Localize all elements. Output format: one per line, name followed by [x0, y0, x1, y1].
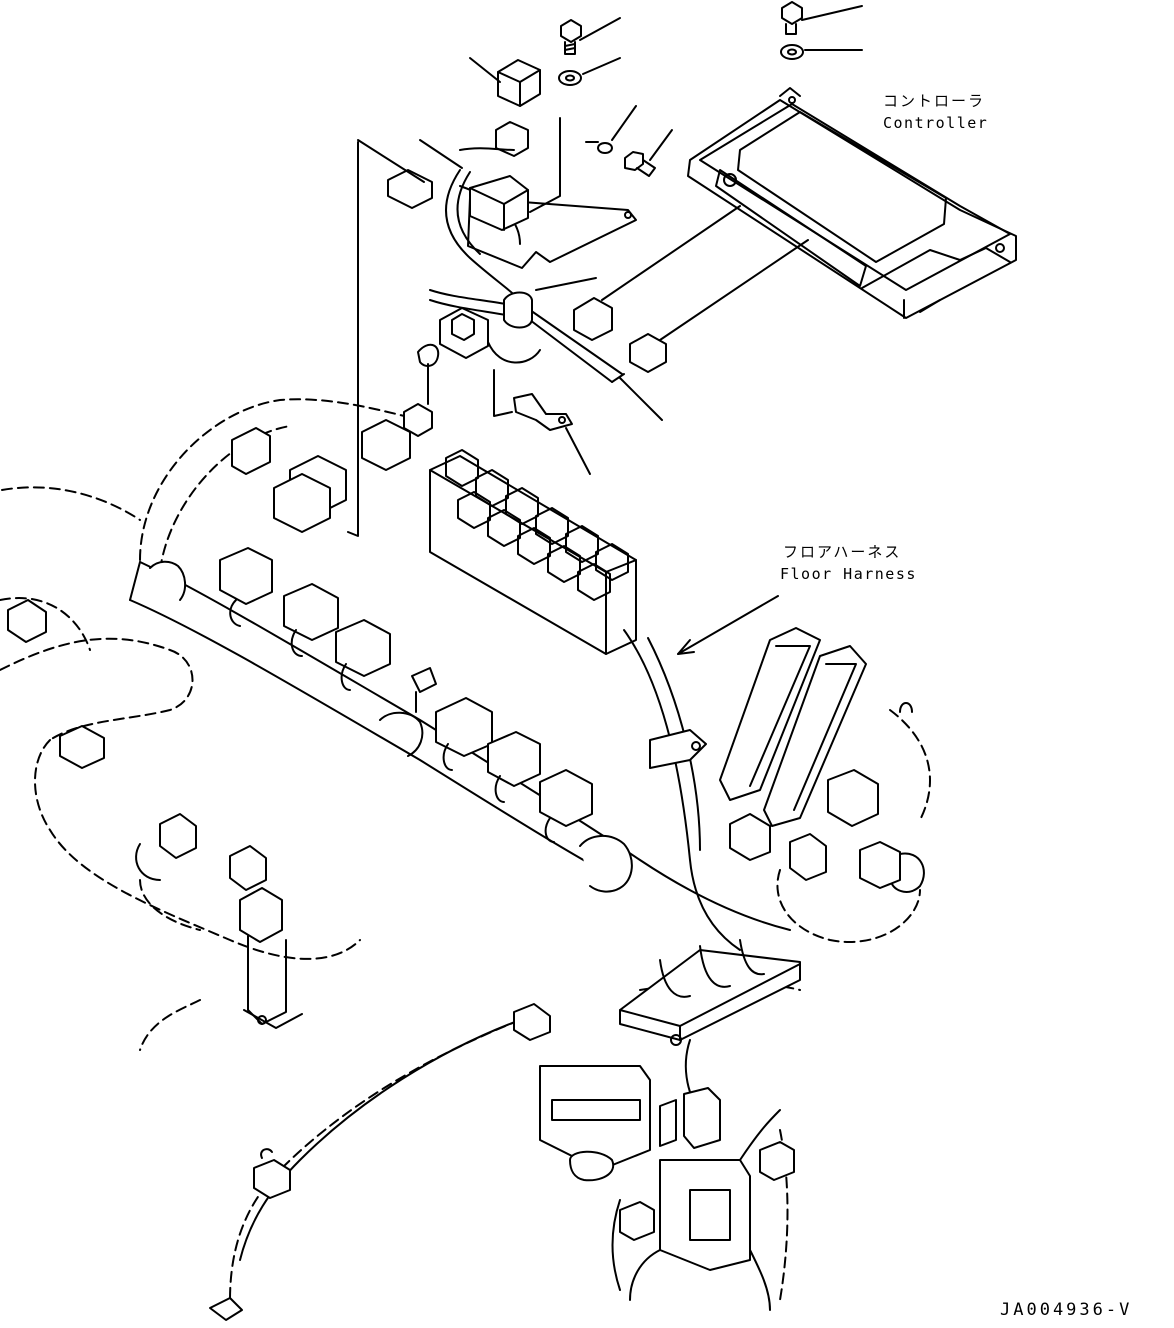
sub-harness [388, 148, 666, 382]
relay-block-cluster [232, 345, 636, 654]
mid-bolt [625, 152, 655, 176]
leader-line [470, 58, 500, 82]
leader-line [612, 106, 636, 140]
bottom-harness-branch [613, 1040, 795, 1310]
top-washer-left [559, 71, 581, 85]
leader-line [580, 18, 620, 40]
floor-harness-arrow [678, 596, 778, 654]
leader-line [420, 140, 462, 168]
floor-harness-label-en: Floor Harness [780, 565, 917, 583]
lower-junction-plate [620, 940, 800, 1045]
leader-line [583, 58, 620, 74]
right-side-panels [720, 628, 924, 892]
leader-line [602, 206, 740, 300]
lower-long-harness [210, 1004, 550, 1320]
top-bolt-left [561, 20, 581, 54]
controller-box [688, 88, 1016, 318]
mid-washer [586, 142, 612, 153]
top-washer-right [781, 45, 803, 59]
controller-label-jp: コントローラ [883, 92, 986, 110]
small-bracket [514, 394, 572, 430]
floor-harness-tube [624, 630, 740, 950]
lower-left-bracket [8, 600, 302, 1028]
leader-line [620, 378, 662, 420]
leader-line [566, 428, 590, 474]
leader-line [358, 140, 424, 182]
relay-unit [496, 60, 540, 156]
leader-line [650, 130, 672, 160]
leader-line [494, 370, 512, 416]
bottom-connector-block [540, 1066, 676, 1180]
leader-line [348, 142, 358, 536]
floor-harness-label-jp: フロアハーネス [783, 543, 902, 561]
document-id: JA004936-V [1000, 1300, 1133, 1320]
leader-line [536, 278, 596, 290]
leader-line [802, 6, 862, 20]
trunk-connectors [220, 548, 592, 842]
top-bolt-right [782, 2, 802, 34]
leader-line [660, 240, 808, 340]
controller-label-en: Controller [883, 114, 989, 132]
